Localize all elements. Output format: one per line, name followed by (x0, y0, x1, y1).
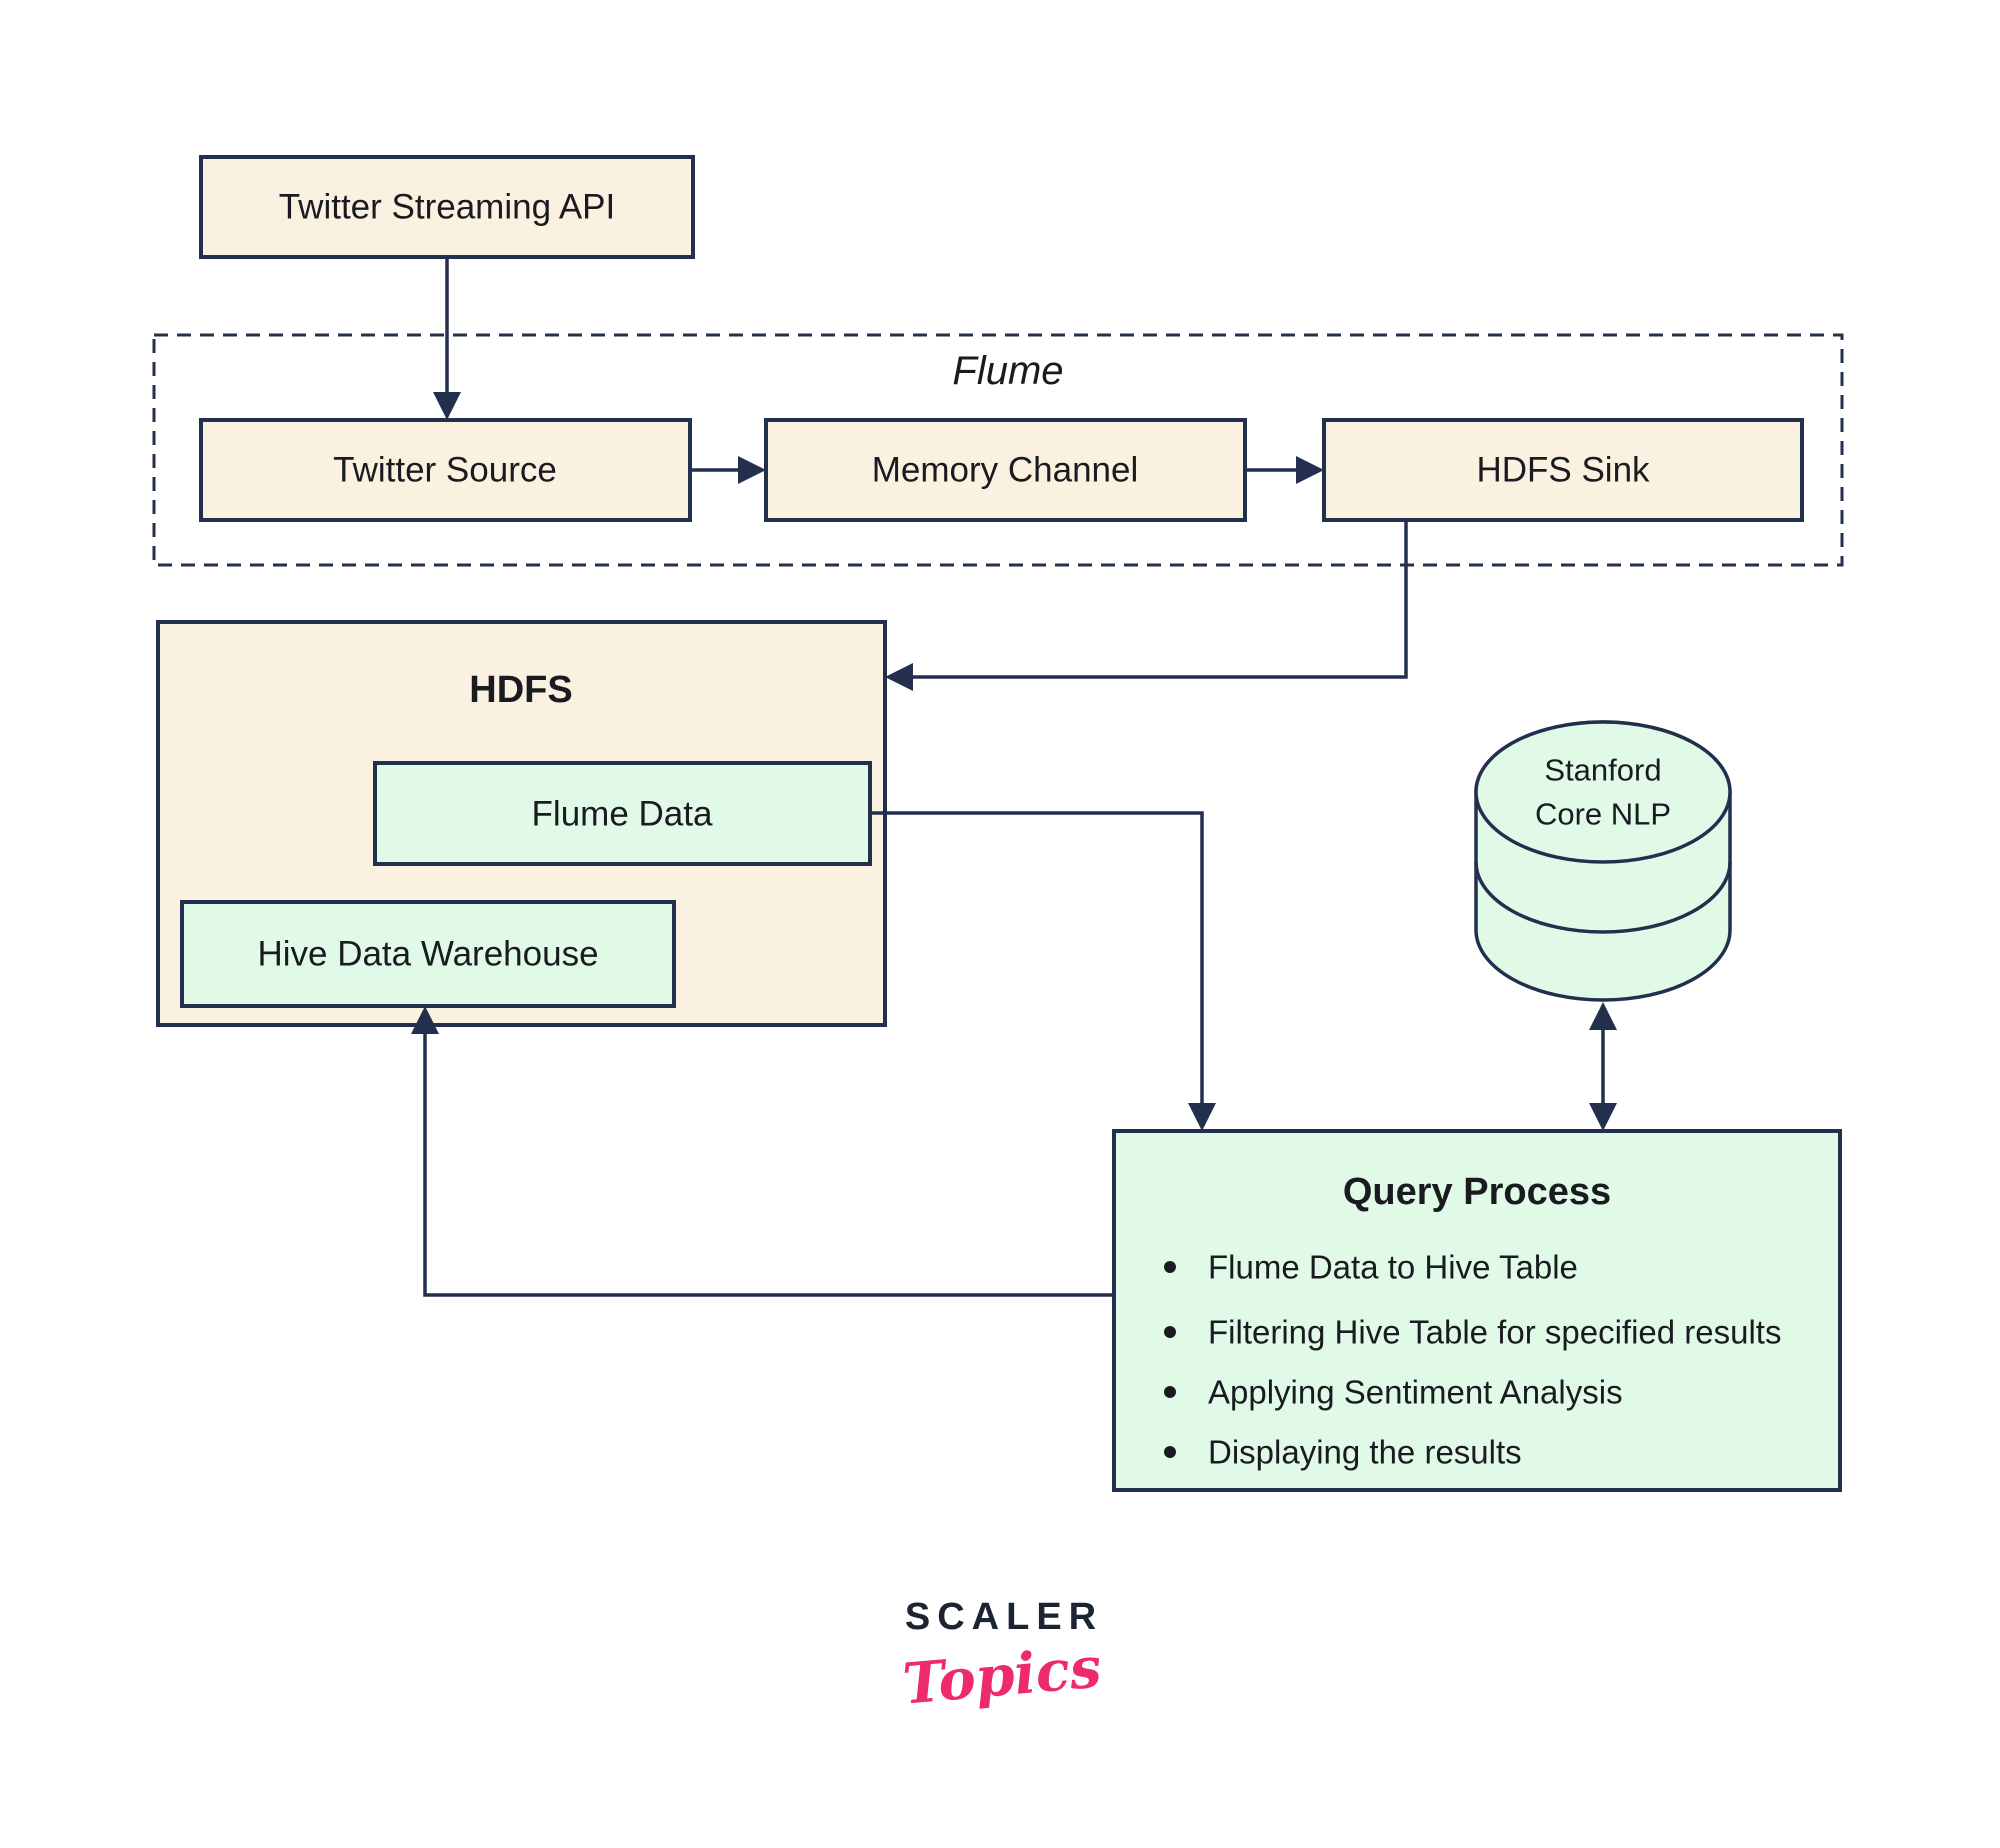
node-hive-data-warehouse: Hive Data Warehouse (180, 900, 676, 1008)
arrowhead-right-icon (738, 456, 766, 484)
arrowhead-down-icon (1188, 1103, 1216, 1131)
stanford-label-line1: Stanford (1544, 753, 1661, 788)
arrowhead-up-icon (1589, 1002, 1617, 1030)
edge-api-to-source (433, 257, 461, 420)
hive-data-warehouse-label: Hive Data Warehouse (257, 935, 598, 974)
node-hdfs-sink: HDFS Sink (1322, 418, 1804, 522)
scaler-topics-logo: SCALER Topics (900, 1596, 1104, 1718)
node-stanford-core-nlp: Stanford Core NLP (1474, 720, 1732, 1002)
edge-flumedata-to-query (870, 811, 1216, 1131)
flume-group-label: Flume (952, 349, 1063, 393)
edge-source-to-channel (690, 456, 766, 484)
edge-query-to-hive (411, 1006, 1114, 1297)
arrowhead-down-icon (1589, 1103, 1617, 1131)
twitter-source-label: Twitter Source (333, 451, 557, 490)
query-bullet-2: Filtering Hive Table for specified resul… (1208, 1314, 1781, 1351)
hdfs-sink-label: HDFS Sink (1476, 451, 1650, 490)
stanford-label-line2: Core NLP (1535, 797, 1671, 832)
logo-wordmark-text: Topics (900, 1634, 1104, 1717)
arrowhead-down-icon (433, 392, 461, 420)
node-memory-channel: Memory Channel (764, 418, 1247, 522)
arrowhead-left-icon (885, 663, 913, 691)
node-twitter-streaming-api: Twitter Streaming API (199, 155, 695, 259)
bullet-dot (1164, 1386, 1176, 1398)
bullet-dot (1164, 1261, 1176, 1273)
group-flume: Flume (152, 333, 1844, 567)
query-bullet-1: Flume Data to Hive Table (1208, 1249, 1578, 1286)
hdfs-label: HDFS (469, 669, 572, 711)
query-process-title: Query Process (1343, 1171, 1611, 1213)
flume-data-label: Flume Data (532, 795, 713, 834)
memory-channel-label: Memory Channel (872, 451, 1139, 490)
arrowhead-up-icon (411, 1006, 439, 1034)
bullet-dot (1164, 1326, 1176, 1338)
query-bullet-3: Applying Sentiment Analysis (1208, 1374, 1623, 1411)
flume-group-border (152, 333, 1844, 567)
node-flume-data: Flume Data (373, 761, 872, 866)
query-process-box (1112, 1129, 1842, 1492)
arrowhead-right-icon (1296, 456, 1324, 484)
twitter-streaming-api-box (199, 155, 695, 259)
twitter-streaming-api-label: Twitter Streaming API (279, 188, 616, 227)
hdfs-sink-box (1322, 418, 1804, 522)
bullet-dot (1164, 1446, 1176, 1458)
hive-data-warehouse-box (180, 900, 676, 1008)
query-bullet-4: Displaying the results (1208, 1434, 1522, 1471)
node-query-process: Query Process Flume Data to Hive Table F… (1112, 1129, 1842, 1492)
node-twitter-source: Twitter Source (199, 418, 692, 522)
edge-sink-to-hdfs (885, 520, 1408, 691)
edge-nlp-query-bidirectional (1589, 1002, 1617, 1131)
edge-channel-to-sink (1245, 456, 1324, 484)
logo-brand-text: SCALER (905, 1596, 1103, 1638)
